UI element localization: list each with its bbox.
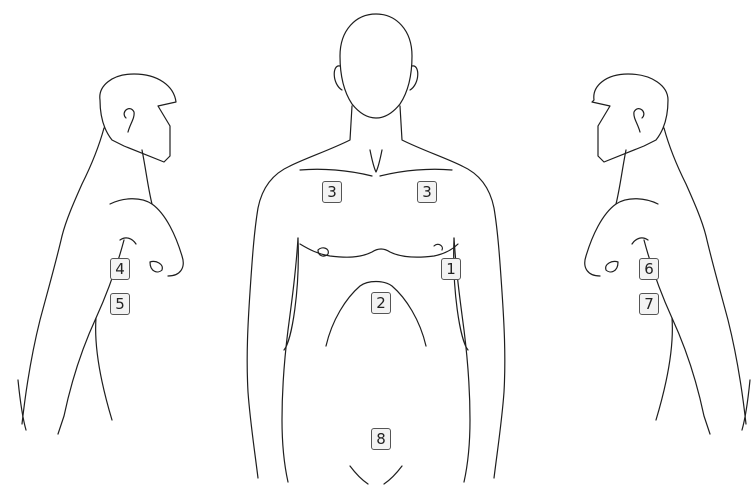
marker-1-chest: 1 (441, 258, 461, 280)
marker-3-left-clavicle: 3 (322, 181, 342, 203)
front-left-shoulder (247, 166, 290, 478)
right-profile-head (592, 74, 668, 162)
right-profile-arm-inner (656, 318, 672, 420)
left-profile-neck-back (62, 128, 104, 236)
marker-5-left-profile-ribs: 5 (110, 293, 130, 315)
marker-7-right-profile-ribs: 7 (639, 293, 659, 315)
front-head (340, 14, 412, 118)
left-profile-ear (124, 109, 134, 132)
right-profile-back (706, 236, 746, 424)
marker-6-right-profile-chest: 6 (639, 258, 659, 280)
left-profile-neck-front (142, 150, 152, 204)
left-profile-figure (18, 74, 183, 434)
left-profile-armpit (120, 238, 136, 244)
front-figure (247, 14, 505, 484)
left-profile-back (22, 236, 62, 424)
front-neck-lines (370, 150, 382, 172)
right-profile-nipple (606, 261, 618, 271)
left-profile-head (100, 74, 176, 162)
right-profile-neck-front (616, 150, 626, 204)
right-profile-ear (634, 109, 644, 132)
marker-8-lower-abdomen: 8 (371, 428, 391, 450)
front-clavicle-left (300, 169, 372, 176)
front-clavicle-right (380, 169, 452, 176)
marker-2-upper-abdomen: 2 (371, 292, 391, 314)
marker-3-right-clavicle: 3 (417, 181, 437, 203)
right-profile-neck-back (664, 128, 706, 236)
left-profile-nipple (150, 261, 162, 271)
front-right-shoulder (462, 166, 505, 478)
marker-4-left-profile-chest: 4 (110, 258, 130, 280)
right-profile-figure (585, 74, 750, 434)
front-right-nipple (434, 244, 442, 250)
front-groin (350, 466, 402, 484)
front-left-torso (282, 238, 298, 482)
left-profile-arm-inner (96, 318, 112, 420)
right-profile-armpit (632, 238, 648, 244)
front-neck (290, 106, 462, 166)
